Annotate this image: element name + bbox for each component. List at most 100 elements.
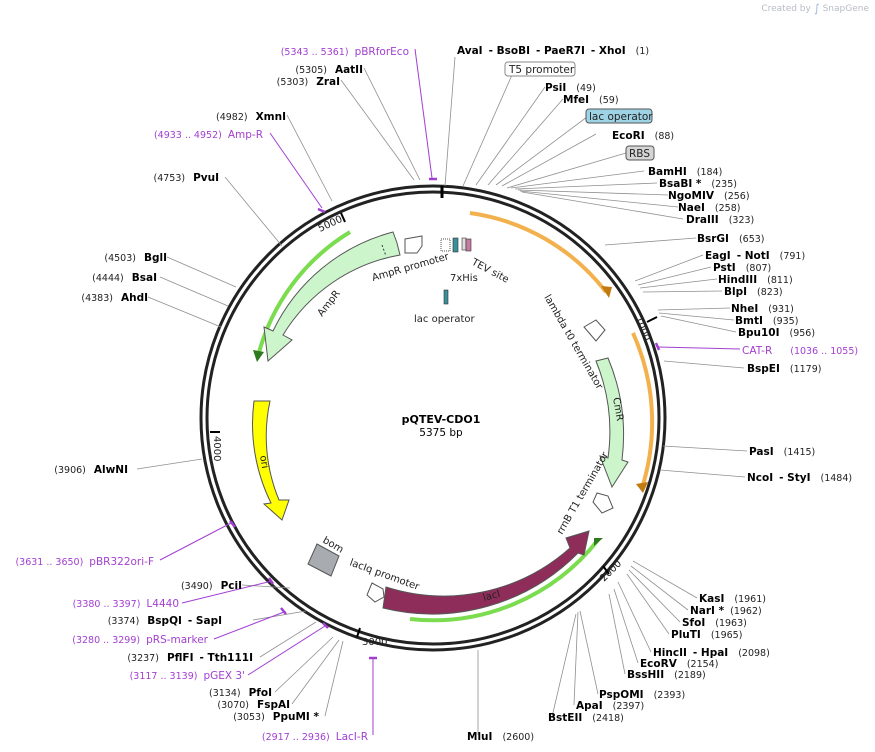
site-bpu10i: Bpu10I(956) xyxy=(738,327,815,339)
site-bsshii: BssHII(2189) xyxy=(627,669,706,681)
site-ecorv: EcoRV(2154) xyxy=(640,658,718,670)
site-pfoi: (3134)PfoI xyxy=(209,687,272,699)
watermark-brand: SnapGene xyxy=(822,3,869,14)
site-mlui: MluI(2600) xyxy=(467,731,534,743)
primer-pgex3: (3117 .. 3139)pGEX 3' xyxy=(130,670,245,682)
feature-ampr xyxy=(263,231,401,363)
feature-rrnb-t1 xyxy=(592,492,614,514)
site-ncoi: NcoI- StyI(1484) xyxy=(747,472,852,484)
feature-cmr xyxy=(595,357,629,489)
primer-pbrforeco: (5343 .. 5361)pBRforEco xyxy=(281,46,409,58)
leader-lines xyxy=(136,56,748,735)
site-bmti: BmtI(935) xyxy=(735,315,798,327)
site-pcii: (3490)PciI xyxy=(181,580,242,592)
site-mfei: MfeI(59) xyxy=(563,94,619,106)
feature-tev-site xyxy=(465,238,472,252)
site-bsteii: BstEII(2418) xyxy=(548,712,624,724)
backbone-outer xyxy=(199,184,667,652)
feature-t5-promoter xyxy=(440,238,451,252)
feature-his7 xyxy=(452,237,459,253)
feature-laci xyxy=(382,530,590,615)
snapgene-logo-icon: ∫ xyxy=(813,2,820,15)
site-ahdi: (4383)AhdI xyxy=(81,292,148,304)
label-t5-promoter: T5 promoter xyxy=(508,64,575,76)
feature-bom xyxy=(307,543,340,577)
watermark-text: Created by xyxy=(761,3,811,14)
box-rbs xyxy=(625,145,655,161)
label-lac-operator-outer: lac operator xyxy=(589,111,653,123)
label-ampr: AmpR xyxy=(316,288,343,318)
plasmid-length: 5375 bp xyxy=(419,427,463,439)
site-bgli: (4503)BglI xyxy=(104,252,167,264)
site-pluti: PluTI(1965) xyxy=(671,629,742,641)
primer-prsmarker: (3280 .. 3299)pRS-marker xyxy=(72,634,208,646)
ampr-promoter-divider xyxy=(381,244,387,257)
site-hincii: HincII- HpaI(2098) xyxy=(653,647,770,659)
label-7xhis: 7xHis xyxy=(450,273,478,284)
site-bamhi: BamHI(184) xyxy=(648,166,722,178)
label-lac-operator-inner: lac operator xyxy=(414,314,475,325)
site-pvui: (4753)PvuI xyxy=(153,172,219,184)
orf-arc-cmr-2 xyxy=(631,332,655,489)
site-ecori: EcoRI(88) xyxy=(612,130,674,142)
site-blpi: BlpI(823) xyxy=(724,286,783,298)
orf-arrow-ampr xyxy=(253,350,264,362)
orf-arc-ampr xyxy=(256,230,352,357)
box-lac-operator xyxy=(585,108,653,124)
site-ppumi: (3053)PpuMI * xyxy=(233,711,319,723)
feature-laciq-promoter xyxy=(366,582,385,603)
site-apai: ApaI(2397) xyxy=(576,700,644,712)
site-zrai: (5303)ZraI xyxy=(277,76,340,88)
site-nari: NarI *(1962) xyxy=(690,605,762,617)
site-xmni: (4982)XmnI xyxy=(216,111,286,123)
site-pspomi: PspOMI(2393) xyxy=(599,689,685,701)
feature-ampr-promoter xyxy=(404,235,423,254)
primer-ticks xyxy=(229,177,661,660)
label-cmr: CmR xyxy=(610,397,625,422)
orf-arc-cmr xyxy=(469,211,608,294)
site-psti: PstI(807) xyxy=(713,262,771,274)
label-rrnb-t1: rrnB T1 terminator xyxy=(555,450,611,537)
site-eagi: EagI- NotI(791) xyxy=(705,250,805,262)
site-hindiii: HindIII(811) xyxy=(718,274,793,286)
primer-catr: CAT-R(1036 .. 1055) xyxy=(742,345,858,357)
label-rbs: RBS xyxy=(629,148,650,160)
label-lambda-t0: lambda t0 terminator xyxy=(541,293,605,392)
feature-lambda-t0 xyxy=(583,319,606,342)
box-t5-promoter xyxy=(504,61,576,77)
site-sfoi: SfoI(1963) xyxy=(682,617,747,629)
tick-label-4000: 4000 xyxy=(211,436,222,461)
tick-label-2000: 2000 xyxy=(598,558,624,584)
site-psii: PsiI(49) xyxy=(545,82,596,94)
site-bsabi: BsaBI *(235) xyxy=(659,178,737,190)
site-draiii: DraIII(323) xyxy=(686,214,754,226)
site-bspqi: (3374)BspQI- SapI xyxy=(108,615,222,627)
site-bsrgi: BsrGI(653) xyxy=(697,233,765,245)
site-fspai: (3070)FspAI xyxy=(217,699,290,711)
feature-ori xyxy=(252,400,290,521)
label-laci: lacI xyxy=(482,589,502,604)
plasmid-name: pQTEV-CDO1 xyxy=(402,413,481,426)
orf-arrow-1 xyxy=(601,286,612,298)
backbone-inner xyxy=(205,190,661,646)
orf-arrow-2 xyxy=(636,482,648,493)
site-nhei: NheI(931) xyxy=(731,303,794,315)
label-ori: ori xyxy=(257,455,270,470)
tick-label-3000: 3000 xyxy=(362,637,387,648)
site-bsai: (4444)BsaI xyxy=(92,272,157,284)
site-ngomiv: NgoMIV(256) xyxy=(668,190,750,202)
orf-arc-laci xyxy=(409,538,600,623)
site-alwni: (3906)AlwNI xyxy=(54,464,128,476)
primer-ampr: (4933 .. 4952)Amp-R xyxy=(154,129,263,141)
feature-lac-operator-inner xyxy=(443,289,449,305)
orf-arrow-laci xyxy=(594,538,603,546)
primer-lacir: (2917 .. 2936)LacI-R xyxy=(262,731,368,743)
site-naei: NaeI(258) xyxy=(678,202,740,214)
site-bspei: BspEI(1179) xyxy=(747,363,821,375)
primer-lines xyxy=(159,48,741,735)
site-pasi: PasI(1415) xyxy=(749,446,815,458)
site-kasi: KasI(1961) xyxy=(699,593,766,605)
feature-linker xyxy=(461,237,467,251)
primer-pbr322ori: (3631 .. 3650)pBR322ori-F xyxy=(15,556,154,568)
